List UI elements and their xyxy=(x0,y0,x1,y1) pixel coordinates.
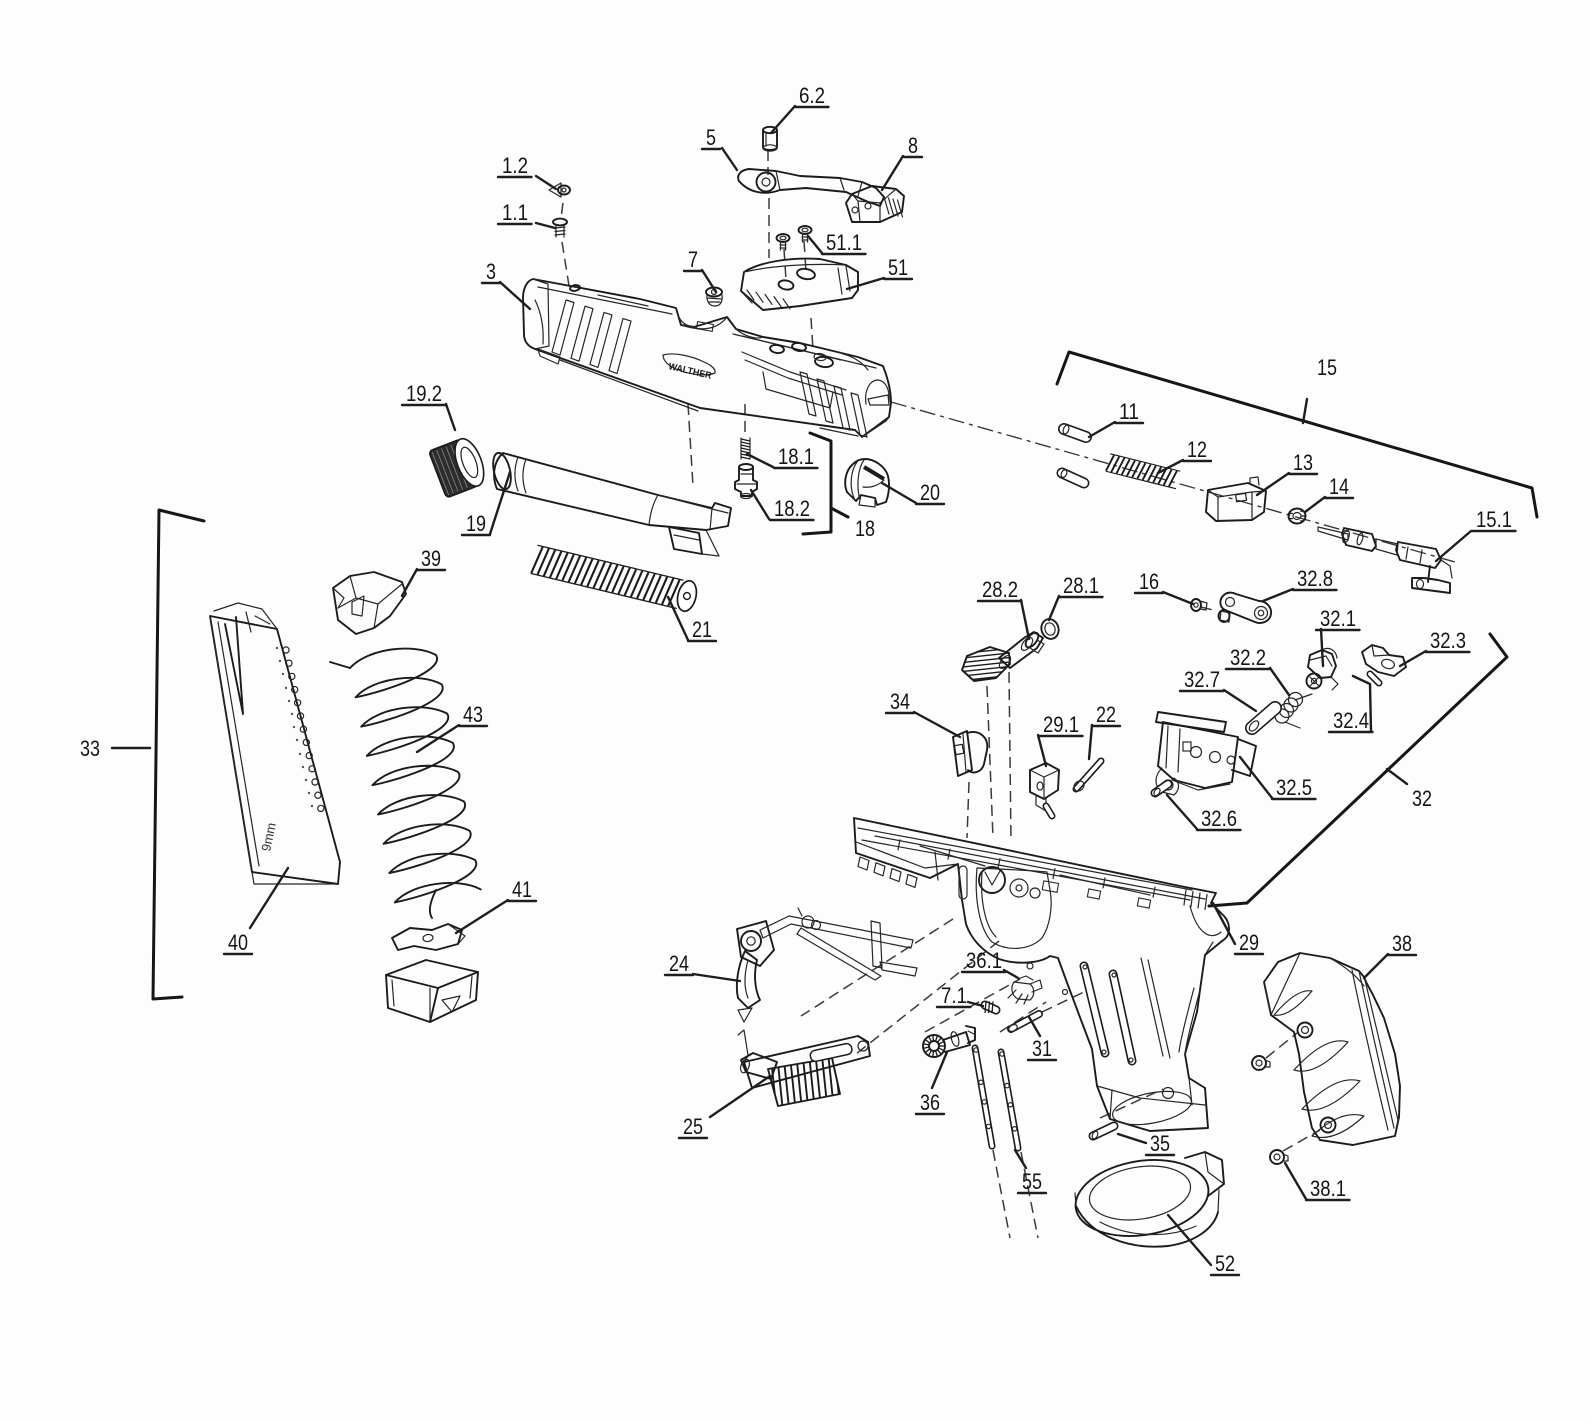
svg-text:19: 19 xyxy=(466,511,486,536)
svg-text:32.3: 32.3 xyxy=(1430,628,1466,653)
svg-text:52: 52 xyxy=(1215,1251,1235,1276)
svg-text:31: 31 xyxy=(1032,1036,1052,1061)
svg-text:11: 11 xyxy=(1119,399,1139,424)
svg-text:16: 16 xyxy=(1139,569,1159,594)
svg-text:41: 41 xyxy=(512,877,532,902)
svg-text:18.1: 18.1 xyxy=(778,444,814,469)
svg-text:24: 24 xyxy=(669,951,689,976)
svg-text:32.8: 32.8 xyxy=(1297,566,1333,591)
svg-text:15: 15 xyxy=(1317,355,1337,380)
svg-text:28.2: 28.2 xyxy=(982,577,1018,602)
svg-text:18.2: 18.2 xyxy=(774,496,810,521)
svg-text:38: 38 xyxy=(1392,931,1412,956)
svg-text:32.5: 32.5 xyxy=(1276,775,1312,800)
svg-text:20: 20 xyxy=(920,480,940,505)
svg-text:18: 18 xyxy=(855,516,875,541)
svg-text:33: 33 xyxy=(80,736,100,761)
svg-text:51: 51 xyxy=(888,255,908,280)
svg-text:55: 55 xyxy=(1022,1169,1042,1194)
svg-text:32.7: 32.7 xyxy=(1184,667,1220,692)
svg-text:38.1: 38.1 xyxy=(1310,1176,1346,1201)
svg-text:43: 43 xyxy=(463,702,483,727)
svg-text:6.2: 6.2 xyxy=(799,83,825,108)
svg-text:7.1: 7.1 xyxy=(941,983,967,1008)
svg-text:5: 5 xyxy=(706,125,716,150)
svg-text:22: 22 xyxy=(1096,702,1116,727)
svg-text:32.6: 32.6 xyxy=(1201,806,1237,831)
svg-text:36.1: 36.1 xyxy=(966,948,1002,973)
svg-text:13: 13 xyxy=(1293,450,1313,475)
svg-text:32: 32 xyxy=(1412,786,1432,811)
svg-text:25: 25 xyxy=(683,1114,703,1139)
svg-text:28.1: 28.1 xyxy=(1063,573,1099,598)
svg-text:7: 7 xyxy=(688,247,698,272)
svg-text:35: 35 xyxy=(1150,1131,1170,1156)
svg-text:40: 40 xyxy=(228,930,248,955)
svg-text:21: 21 xyxy=(692,617,712,642)
svg-text:3: 3 xyxy=(486,259,496,284)
svg-text:39: 39 xyxy=(421,546,441,571)
svg-text:19.2: 19.2 xyxy=(406,381,442,406)
svg-text:1.2: 1.2 xyxy=(502,153,528,178)
svg-text:34: 34 xyxy=(890,689,910,714)
svg-text:9mm: 9mm xyxy=(258,821,279,852)
svg-text:15.1: 15.1 xyxy=(1476,507,1512,532)
svg-text:12: 12 xyxy=(1187,437,1207,462)
svg-text:32.1: 32.1 xyxy=(1320,606,1356,631)
svg-text:29: 29 xyxy=(1239,930,1259,955)
svg-text:51.1: 51.1 xyxy=(826,230,862,255)
svg-text:36: 36 xyxy=(920,1090,940,1115)
svg-text:1.1: 1.1 xyxy=(502,200,528,225)
svg-text:32.2: 32.2 xyxy=(1230,645,1266,670)
svg-text:32.4: 32.4 xyxy=(1333,708,1369,733)
svg-text:14: 14 xyxy=(1329,474,1349,499)
svg-text:29.1: 29.1 xyxy=(1043,712,1079,737)
svg-text:8: 8 xyxy=(908,133,918,158)
